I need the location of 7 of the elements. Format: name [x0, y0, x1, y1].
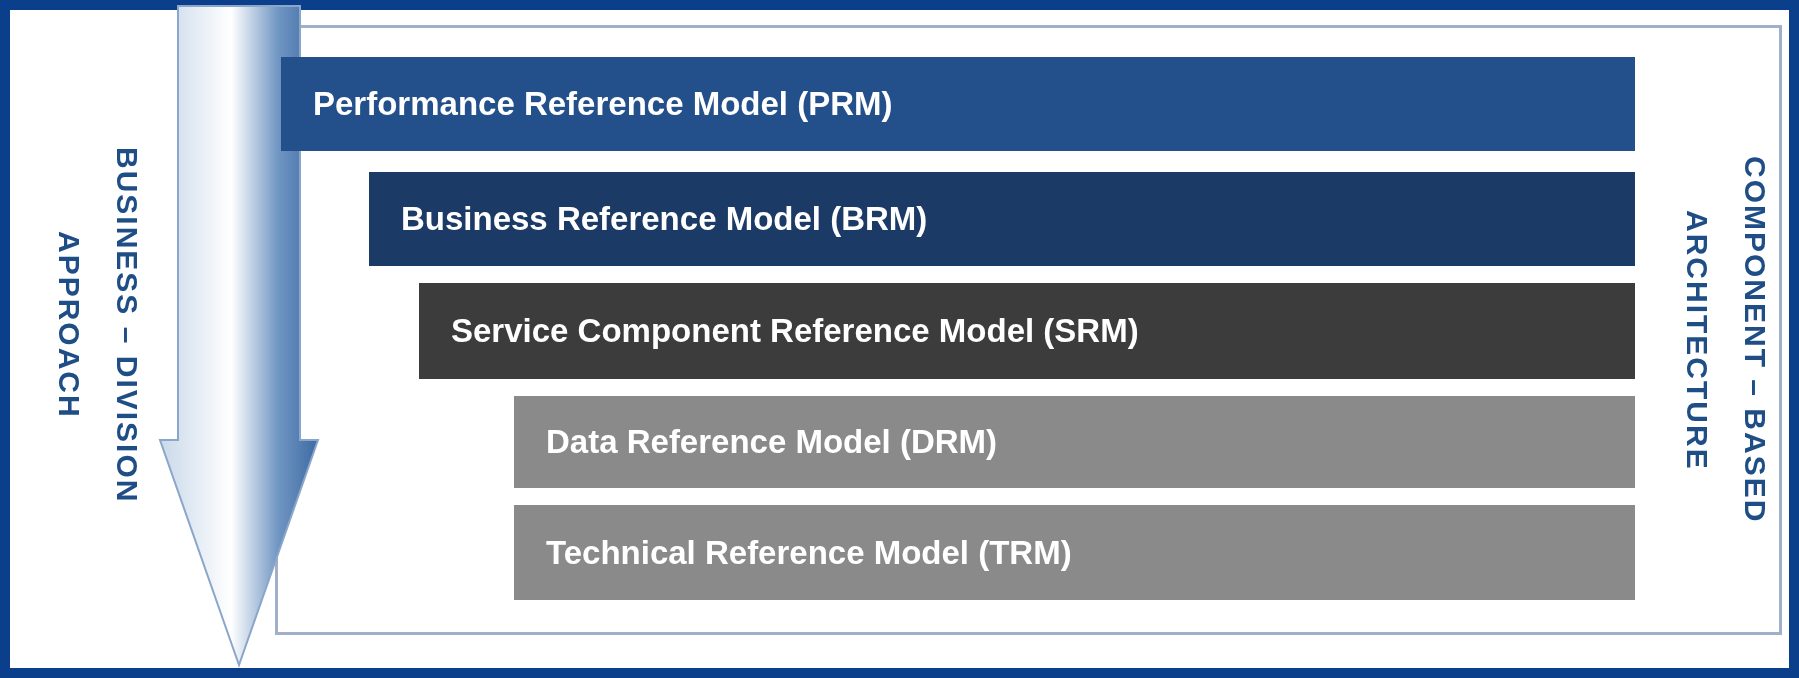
side-caption: COMPONENT – BASED ARCHITECTURE — [1680, 155, 1773, 526]
layer-bar: Performance Reference Model (PRM) — [281, 57, 1635, 151]
layer-bar: Business Reference Model (BRM) — [369, 172, 1635, 266]
layer-bar: Service Component Reference Model (SRM) — [419, 283, 1635, 379]
layer-bar: Technical Reference Model (TRM) — [514, 505, 1635, 600]
side-caption: BUSINESS – DIVISION APPROACH — [52, 145, 145, 506]
layer-bar: Data Reference Model (DRM) — [514, 396, 1635, 488]
